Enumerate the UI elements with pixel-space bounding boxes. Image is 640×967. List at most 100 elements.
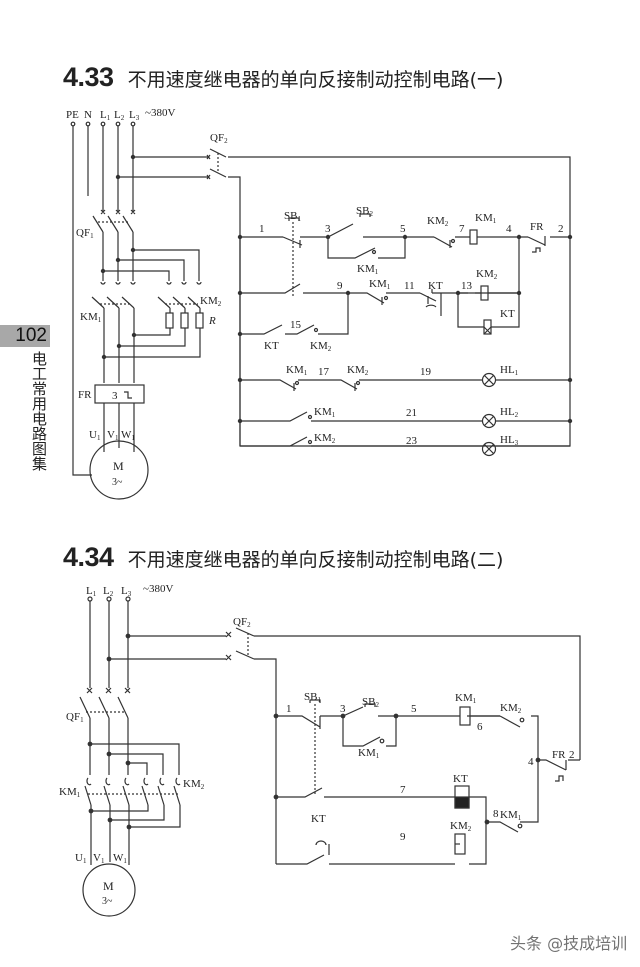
d2-node-1: 1 [286,703,292,715]
terminal-n: N [84,109,92,121]
d2-node-6: 6 [477,721,483,733]
km2-main-contacts [157,296,201,309]
hl2-km1-label: KM1 [314,406,336,419]
d2-kt-no-delay [315,840,327,846]
motor-1 [89,440,149,500]
fr-box-label: 3 [112,390,118,402]
motor-1-sub: 3~ [112,477,123,488]
d2-kt-no-label: KT [311,813,326,825]
d2-qf2-feed [109,635,226,660]
d2-qf1-x-marks [86,687,131,694]
d2-km2-return [91,805,181,828]
d2-sb2-label: SB2 [362,696,379,709]
d2-km2-nc-label: KM2 [500,702,522,715]
lamp-hl2-cross [484,416,494,426]
d2-km2-coil-label: KM2 [450,820,472,833]
d2-terminal-u1: U1 [75,852,87,865]
fr-thermal-element [94,384,145,404]
no-mark [379,738,385,744]
node-2: 2 [558,223,564,235]
diagram2-title: 4.34 不用速度继电器的单向反接制动控制电路(二) [63,542,503,573]
d2-node-5: 5 [411,703,417,715]
d2-km1-label: KM1 [59,786,81,799]
km1-nc-mark [383,295,389,301]
qf1-out-wires [102,232,134,281]
pe-wire [72,126,92,476]
terminal-pe-dot [70,121,76,127]
terminal-pe: PE [66,109,79,121]
book-title-vertical: 电工常用电路图集 [30,351,48,471]
diagram2-power-circuit: L1 L2 L3 ~380V QF2 QF1 KM1 KM2 [59,583,581,917]
d2-kt-coil-label: KT [453,773,468,785]
km2-feed-wires [103,249,200,281]
sb2-label: SB2 [356,205,373,218]
d2-control-supply [254,635,581,864]
km2-nc-mark [450,238,456,244]
qf1-blades [92,215,134,233]
junction [567,234,573,240]
supply-voltage: ~380V [145,107,175,119]
d2-qf1-out [89,718,129,775]
terminal-l2-dot [115,121,121,127]
page-number: 102 [15,325,47,346]
km1-coil-label: KM1 [475,212,497,225]
d2-node-9: 9 [400,831,406,843]
fr-nc-label: FR [530,221,544,233]
d2-km2-feed [90,743,180,775]
terminal-v1: V1 [107,429,119,442]
d2-qf2-blades [235,627,255,660]
terminal-n-dot [85,121,91,127]
hl2-rung-wires [240,411,570,422]
d2-terminal-l1: L1 [86,585,97,598]
nc-mark [294,380,300,386]
d2-main-contacts [84,785,181,806]
terminal-l3-dot [130,121,136,127]
km1-main-contacts [91,296,135,309]
km2-nc-contact [433,236,453,248]
no-mark [307,439,313,445]
d2-node-4: 4 [528,756,534,768]
d2-rung9-wires [276,822,487,865]
watermark: 头条 @技成培训 [510,934,628,953]
junction [101,354,107,360]
d2-terminal-dot [106,596,112,602]
d2-node-7: 7 [400,784,406,796]
qf2-feed-wires [118,156,208,178]
motor-lead-wires [103,403,135,452]
d2-node-3: 3 [340,703,346,715]
junction [567,377,573,383]
kt-coil [483,319,492,335]
terminal-w1: W1 [121,429,135,442]
node-3: 3 [325,223,331,235]
km1-coil [469,229,478,245]
d2-qf1-label: QF1 [66,711,84,724]
kt-coil-label: KT [500,308,515,320]
terminal-l1-dot [100,121,106,127]
nc-mark [355,380,361,386]
motor-2 [82,863,136,917]
junction [116,343,122,349]
motor-2-sub: 3~ [102,896,113,907]
resistor-return-wires [104,328,201,358]
junction [126,824,132,830]
terminal-l2: L2 [114,109,125,122]
node-7: 7 [459,223,465,235]
node-21: 21 [406,407,417,419]
hl3-label: HL3 [500,434,519,447]
d2-node-8: 8 [493,808,499,820]
junction [88,808,94,814]
diagram1-control-circuit: 1 SB1 3 SB2 5 KM1 KM2 7 KM1 4 FR 2 9 [237,205,573,457]
d2-fr-thermal-symbol [555,775,564,782]
qf1-x-marks [100,209,136,215]
qf1-label: QF1 [76,227,94,240]
sb2-button-icon [359,213,371,217]
junction [131,332,137,338]
fr-label: FR [78,389,92,401]
terminal-l3: L3 [129,109,140,122]
diagram2-number: 4.34 [63,542,114,572]
kt-nc-delay-contact [419,292,437,308]
d2-qf2-label: QF2 [233,616,251,629]
diagram1-title: 4.33 不用速度继电器的单向反接制动控制电路(一) [63,62,503,93]
d2-contact-tops [86,777,181,786]
km2-contact-tops [166,281,202,285]
